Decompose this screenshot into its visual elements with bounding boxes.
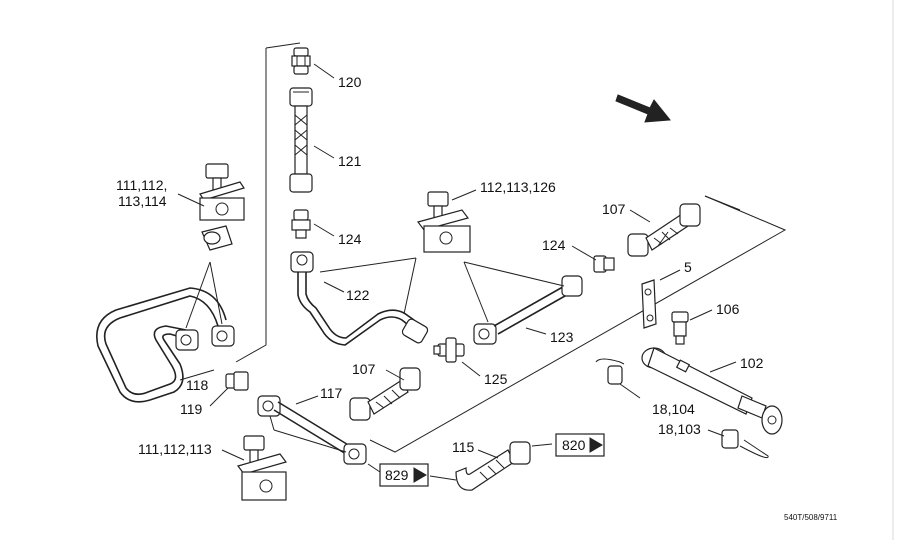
part-115-hose xyxy=(455,441,531,491)
part-117-pipe xyxy=(257,395,367,465)
clamp-assembly-112-126 xyxy=(416,191,471,253)
part-123-pipe xyxy=(473,275,583,345)
label-111-112: 111,112, xyxy=(116,177,167,193)
label-112-113-126: 112,113,126 xyxy=(480,179,556,195)
label-18-104: 18,104 xyxy=(652,401,695,417)
label-122: 122 xyxy=(346,287,370,303)
drawing-code: 540T/508/9711 xyxy=(784,513,838,522)
clamp-assembly-111-113 xyxy=(236,435,288,501)
label-124: 124 xyxy=(338,231,362,247)
label-125: 125 xyxy=(484,371,508,387)
part-107-hose-2 xyxy=(349,367,421,421)
label-120: 120 xyxy=(338,74,362,90)
leader-lines xyxy=(177,63,737,461)
page-ref-arrow-icon xyxy=(413,467,427,483)
page-ref-829-label: 829 xyxy=(385,467,409,483)
label-102: 102 xyxy=(740,355,764,371)
part-124-adapter xyxy=(291,209,311,239)
label-118: 118 xyxy=(186,377,209,393)
label-111-112-113: 111,112,113 xyxy=(138,441,212,457)
label-5: 5 xyxy=(684,259,692,275)
clamp-assembly-111-114 xyxy=(199,163,245,251)
label-121: 121 xyxy=(338,153,362,169)
label-18-103: 18,103 xyxy=(658,421,701,437)
direction-arrow-icon xyxy=(615,94,671,123)
part-102-cylinder xyxy=(641,347,783,435)
label-113-114: 113,114 xyxy=(118,193,167,209)
part-122-pipe xyxy=(290,251,429,346)
part-124-adapter-2 xyxy=(593,255,615,273)
label-106: 106 xyxy=(716,301,740,317)
part-5-bracket xyxy=(641,279,657,329)
part-120-fitting xyxy=(291,47,311,75)
page-ref-829[interactable]: 829 xyxy=(379,463,429,487)
part-119-adapter xyxy=(225,371,249,391)
part-118-pipe xyxy=(96,287,235,403)
label-117: 117 xyxy=(320,385,343,401)
part-18-104-pin xyxy=(595,358,625,385)
page-ref-820[interactable]: 820 xyxy=(555,433,605,457)
page-ref-arrow-icon xyxy=(589,437,603,453)
part-106-fitting xyxy=(671,311,689,345)
label-119: 119 xyxy=(180,401,203,417)
part-125-tee xyxy=(433,337,465,363)
part-121-hose xyxy=(289,87,313,193)
group-outline-lines xyxy=(235,42,787,453)
label-123: 123 xyxy=(550,329,574,345)
part-labels: 120 121 124 122 111,112, 113,114 112,113… xyxy=(116,74,764,457)
part-18-103-pin xyxy=(721,429,769,459)
label-107-b: 107 xyxy=(352,361,376,377)
part-107-hose xyxy=(627,203,701,257)
page-ref-820-label: 820 xyxy=(562,437,586,453)
label-115: 115 xyxy=(452,439,475,455)
label-124-b: 124 xyxy=(542,237,566,253)
label-107: 107 xyxy=(602,201,626,217)
